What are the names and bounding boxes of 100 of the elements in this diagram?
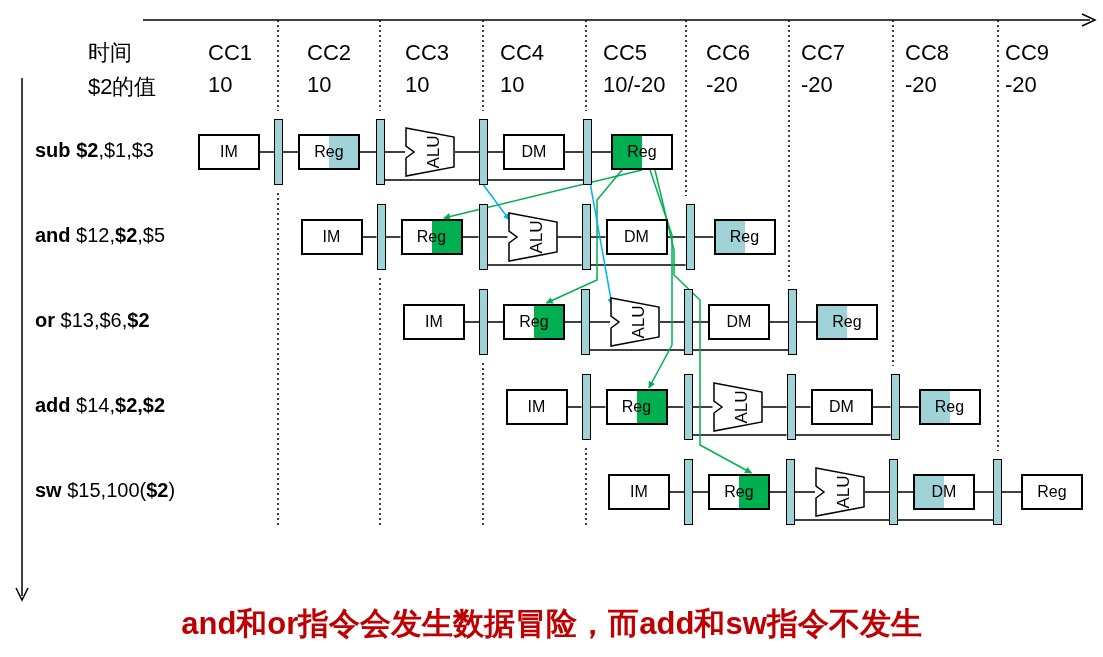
alu-shape: ALU <box>405 127 455 177</box>
wire <box>659 321 685 323</box>
wire <box>794 434 892 436</box>
pipeline-register <box>993 459 1002 525</box>
wire <box>591 151 612 153</box>
pipeline-register <box>684 459 693 525</box>
register-file-block: Reg <box>713 219 776 255</box>
instruction-text: sw $15,100($2) <box>35 479 176 502</box>
pipeline-register <box>581 204 591 270</box>
wire <box>692 491 709 493</box>
wire <box>589 264 687 266</box>
pipeline-register <box>788 289 797 355</box>
pipeline-register <box>583 119 592 185</box>
wire <box>361 236 378 238</box>
register-file-block: Reg <box>611 134 673 170</box>
wire <box>898 406 920 408</box>
wire <box>796 321 817 323</box>
clock-cycle-label: CC9 <box>1005 40 1049 66</box>
forwarding-arrow <box>443 169 643 220</box>
memory-block: DM <box>810 389 873 425</box>
pipeline-register <box>786 374 796 440</box>
register-value: -20 <box>905 72 937 98</box>
pipeline-register <box>479 119 488 185</box>
wire <box>384 151 406 153</box>
wire <box>589 236 607 238</box>
wire <box>282 151 299 153</box>
register-value: 10 <box>405 72 430 98</box>
clock-cycle-label: CC4 <box>500 40 544 66</box>
wire <box>589 406 607 408</box>
wire <box>564 321 582 323</box>
wire <box>359 151 377 153</box>
pipeline-register <box>274 119 283 185</box>
wire <box>691 434 788 436</box>
wire <box>669 491 685 493</box>
wire <box>761 406 788 408</box>
instruction-text: or $13,$6,$2 <box>35 309 150 332</box>
pipeline-register <box>890 374 900 440</box>
wire <box>487 321 504 323</box>
pipeline-register <box>581 289 590 355</box>
clock-cycle-label: CC2 <box>307 40 351 66</box>
pipeline-register <box>889 459 898 525</box>
wire <box>384 236 402 238</box>
memory-block: IM <box>403 304 465 340</box>
register-value: 10/-20 <box>603 72 666 98</box>
memory-block: DM <box>913 474 975 510</box>
wire <box>769 491 787 493</box>
pipeline-register <box>376 119 385 185</box>
register-value: -20 <box>706 72 738 98</box>
wire <box>486 264 583 266</box>
wire <box>461 236 480 238</box>
alu-shape: ALU <box>507 212 558 262</box>
register-value: -20 <box>801 72 833 98</box>
wire <box>897 519 994 521</box>
alu-shape: ALU <box>712 382 763 432</box>
wire <box>897 491 914 493</box>
wire <box>692 321 709 323</box>
register-value: 10 <box>307 72 332 98</box>
forwarding-arrow <box>545 169 623 304</box>
register-file-block: Reg <box>503 304 565 340</box>
clock-cycle-label: CC8 <box>905 40 949 66</box>
wire <box>454 151 480 153</box>
wire <box>589 321 611 323</box>
clock-cycle-label: CC1 <box>208 40 252 66</box>
wire <box>691 406 714 408</box>
pipeline-register <box>581 374 591 440</box>
memory-block: DM <box>503 134 565 170</box>
alu-shape: ALU <box>610 297 660 347</box>
pipeline-register <box>479 289 488 355</box>
pipeline-register <box>683 374 693 440</box>
register-file-block: Reg <box>1021 474 1083 510</box>
wire <box>692 349 789 351</box>
memory-block: IM <box>300 219 363 255</box>
wire <box>464 321 480 323</box>
clock-cycle-label: CC7 <box>801 40 845 66</box>
wire <box>486 236 509 238</box>
memory-block: IM <box>608 474 670 510</box>
memory-block: DM <box>708 304 770 340</box>
caption: and和or指令会发生数据冒险，而add和sw指令不发生 <box>180 605 923 643</box>
register-file-block: Reg <box>918 389 981 425</box>
memory-block: IM <box>198 134 260 170</box>
instruction-text: sub $2,$1,$3 <box>35 139 154 162</box>
wire <box>566 406 583 408</box>
memory-block: IM <box>505 389 568 425</box>
wire <box>1001 491 1022 493</box>
pipeline-register <box>478 204 488 270</box>
wire <box>871 406 892 408</box>
register-file-block: Reg <box>298 134 360 170</box>
register-value: -20 <box>1005 72 1037 98</box>
wire <box>794 519 890 521</box>
instruction-text: and $12,$2,$5 <box>35 224 166 247</box>
wire <box>666 236 687 238</box>
axis-label: 时间 <box>88 39 132 67</box>
wire <box>693 236 715 238</box>
wire <box>384 179 480 181</box>
register-value: 10 <box>208 72 233 98</box>
register-file-block: Reg <box>816 304 878 340</box>
wire <box>794 491 816 493</box>
pipeline-register <box>786 459 795 525</box>
pipeline-register <box>684 289 693 355</box>
register-value: 10 <box>500 72 525 98</box>
